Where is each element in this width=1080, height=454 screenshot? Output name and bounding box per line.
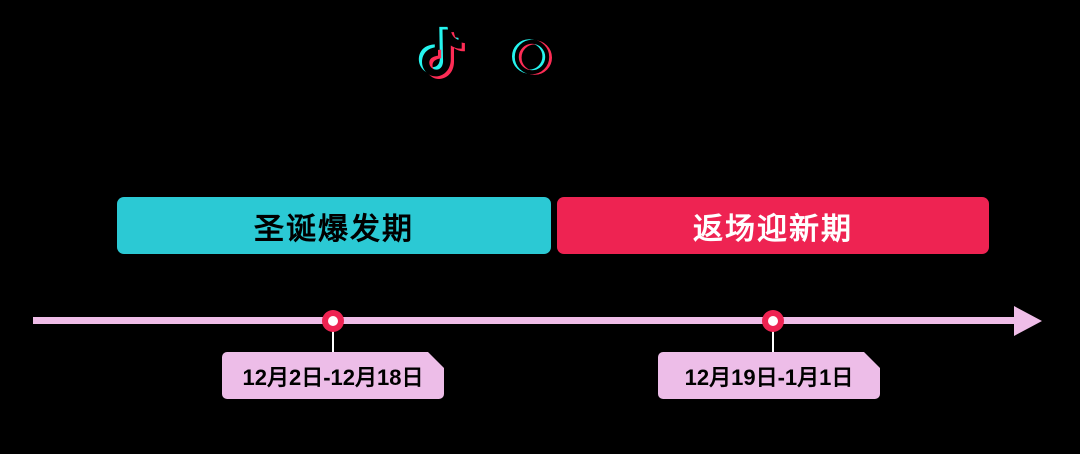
phase-banner-label: 返场迎新期 — [693, 212, 853, 246]
milestone-connector — [332, 320, 334, 356]
phase-banner-newyear: 返场迎新期 — [557, 197, 989, 254]
date-range-text: 12月2日-12月18日 — [242, 364, 424, 390]
milestone-connector — [772, 320, 774, 356]
brand-logo — [405, 22, 575, 88]
date-range-label-0: 12月2日-12月18日 — [222, 352, 444, 399]
date-range-label-1: 12月19日-1月1日 — [658, 352, 880, 399]
milestone-dot-icon — [762, 310, 784, 332]
arrow-right-icon — [1014, 306, 1042, 336]
tiktok-note-icon — [418, 26, 465, 79]
timeline-line — [33, 317, 1018, 324]
phase-banner-christmas: 圣诞爆发期 — [117, 197, 551, 254]
glitch-o-icon — [512, 39, 552, 75]
timeline-axis — [0, 300, 1080, 356]
date-range-text: 12月19日-1月1日 — [684, 364, 854, 390]
milestone-dot-icon — [322, 310, 344, 332]
phase-banner-label: 圣诞爆发期 — [254, 212, 414, 246]
